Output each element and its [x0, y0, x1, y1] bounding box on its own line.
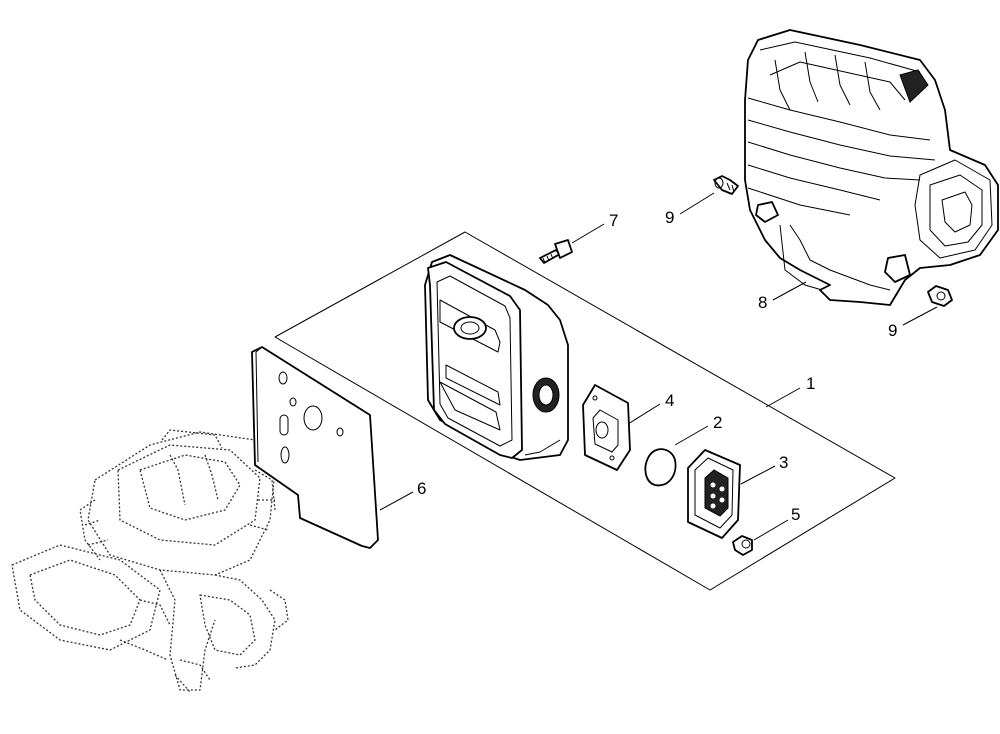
- leader-lines: [379, 192, 938, 541]
- engine-block-reference: [11, 429, 289, 693]
- part-3-cover: [687, 449, 741, 539]
- part-7-bolt: [539, 239, 573, 264]
- leader-2: [674, 425, 709, 446]
- part-1-assembly-outline: [274, 231, 896, 591]
- callout-labels: 1 2 3 4 5 6 7 8 9 9: [417, 208, 897, 524]
- callout-5: 5: [791, 505, 800, 524]
- part-2-screen: [644, 448, 677, 487]
- callout-8: 8: [758, 293, 767, 312]
- leader-3: [740, 465, 776, 485]
- callout-9-upper: 9: [665, 208, 674, 227]
- leader-6: [379, 491, 414, 511]
- leader-8: [772, 281, 807, 301]
- leader-9a: [679, 192, 715, 215]
- leader-1: [765, 387, 801, 408]
- callout-9-lower: 9: [888, 321, 897, 340]
- muffler-body: [424, 254, 569, 461]
- callout-7: 7: [609, 211, 618, 230]
- callout-4: 4: [665, 391, 674, 410]
- leader-7: [571, 223, 605, 244]
- callout-3: 3: [779, 453, 788, 472]
- leader-4: [627, 403, 661, 425]
- part-6-heat-shield: [251, 346, 379, 549]
- callout-1: 1: [806, 374, 815, 393]
- callout-6: 6: [417, 479, 426, 498]
- part-4-gasket: [582, 384, 631, 471]
- part-9-bolt-upper: [713, 175, 739, 195]
- part-8-cylinder-cover: [744, 29, 999, 306]
- leader-5: [753, 519, 789, 541]
- callout-2: 2: [713, 413, 722, 432]
- part-9-bolt-lower: [927, 285, 953, 307]
- leader-9b: [902, 306, 938, 326]
- part-5-bolt: [732, 535, 753, 556]
